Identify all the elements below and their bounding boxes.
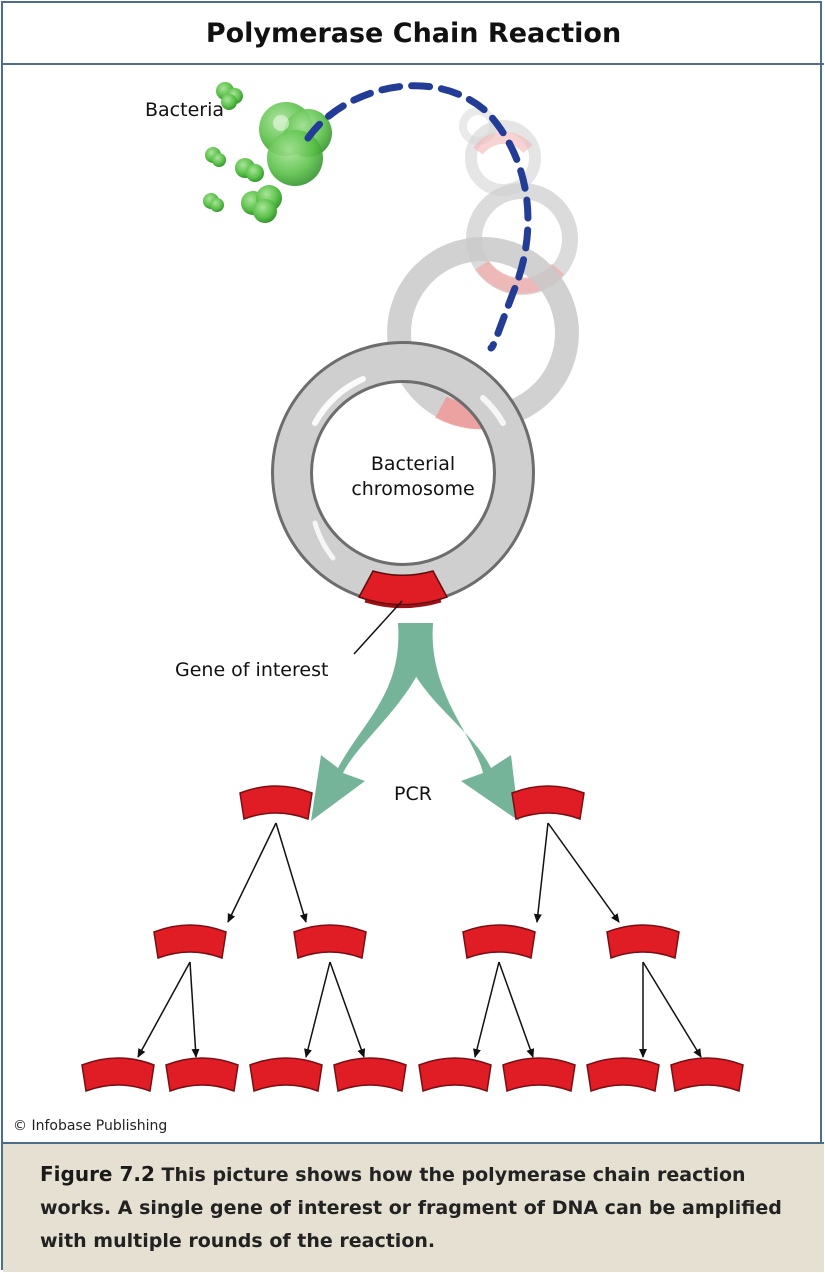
amplification-arrow (227, 822, 277, 923)
bacterial-chromosome (271, 341, 543, 609)
copyright-credit: © Infobase Publishing (13, 1118, 168, 1134)
figure-caption: Figure 7.2 This picture shows how the po… (40, 1158, 800, 1258)
bacterium-small (216, 82, 243, 110)
gene-copy-round3 (81, 1057, 155, 1093)
pcr-fork-arrow (311, 623, 519, 821)
amplification-arrow (642, 961, 702, 1058)
gene-copy-round2 (606, 924, 680, 960)
bacterium-medium (241, 185, 282, 223)
gene-copy-round3 (333, 1057, 407, 1093)
amplification-arrow (533, 822, 549, 923)
bacterium-small (203, 193, 224, 212)
gene-copy-round3 (249, 1057, 323, 1093)
amplification-arrow (498, 961, 535, 1058)
page-title: Polymerase Chain Reaction (3, 3, 824, 65)
chromosome-label-line2: chromosome (351, 478, 474, 500)
gene-copy-round3 (165, 1057, 239, 1093)
gene-of-interest-segment (357, 570, 449, 606)
caption-text: This picture shows how the polymerase ch… (40, 1164, 782, 1252)
amplification-arrow (275, 822, 308, 923)
gene-copy-round2 (462, 924, 536, 960)
bacteria-label: Bacteria (145, 99, 224, 121)
pcr-label: PCR (394, 783, 432, 805)
gene-copy-round2 (293, 924, 367, 960)
caption-box: Figure 7.2 This picture shows how the po… (3, 1142, 824, 1272)
gene-of-interest-label: Gene of interest (175, 659, 328, 681)
transfer-path-dashed (304, 82, 532, 352)
gene-copy-round2 (153, 924, 227, 960)
pcr-amplification-tree (81, 785, 744, 1093)
bacterium-small (205, 147, 226, 167)
bacterium-small (235, 158, 264, 182)
gene-copy-round3 (586, 1057, 660, 1093)
amplification-arrow (547, 822, 620, 923)
chromosome-label-line1: Bacterial (371, 453, 455, 475)
pcr-diagram: Bacteria Bacterial chromosome Gene of in… (81, 82, 744, 1093)
amplification-arrow (329, 961, 366, 1058)
bacterium-large (259, 102, 332, 186)
gene-pointer-line (353, 600, 403, 655)
gene-copy-round3 (670, 1057, 744, 1093)
amplification-arrow (189, 961, 200, 1058)
amplification-arrow (304, 961, 331, 1058)
gene-copy-round3 (502, 1057, 576, 1093)
gene-copy-round1 (511, 785, 585, 821)
gene-copy-round1 (239, 785, 313, 821)
gene-copy-round3 (418, 1057, 492, 1093)
amplification-arrow (473, 961, 500, 1058)
amplification-arrow (137, 961, 191, 1058)
figure-number: Figure 7.2 (40, 1162, 155, 1186)
